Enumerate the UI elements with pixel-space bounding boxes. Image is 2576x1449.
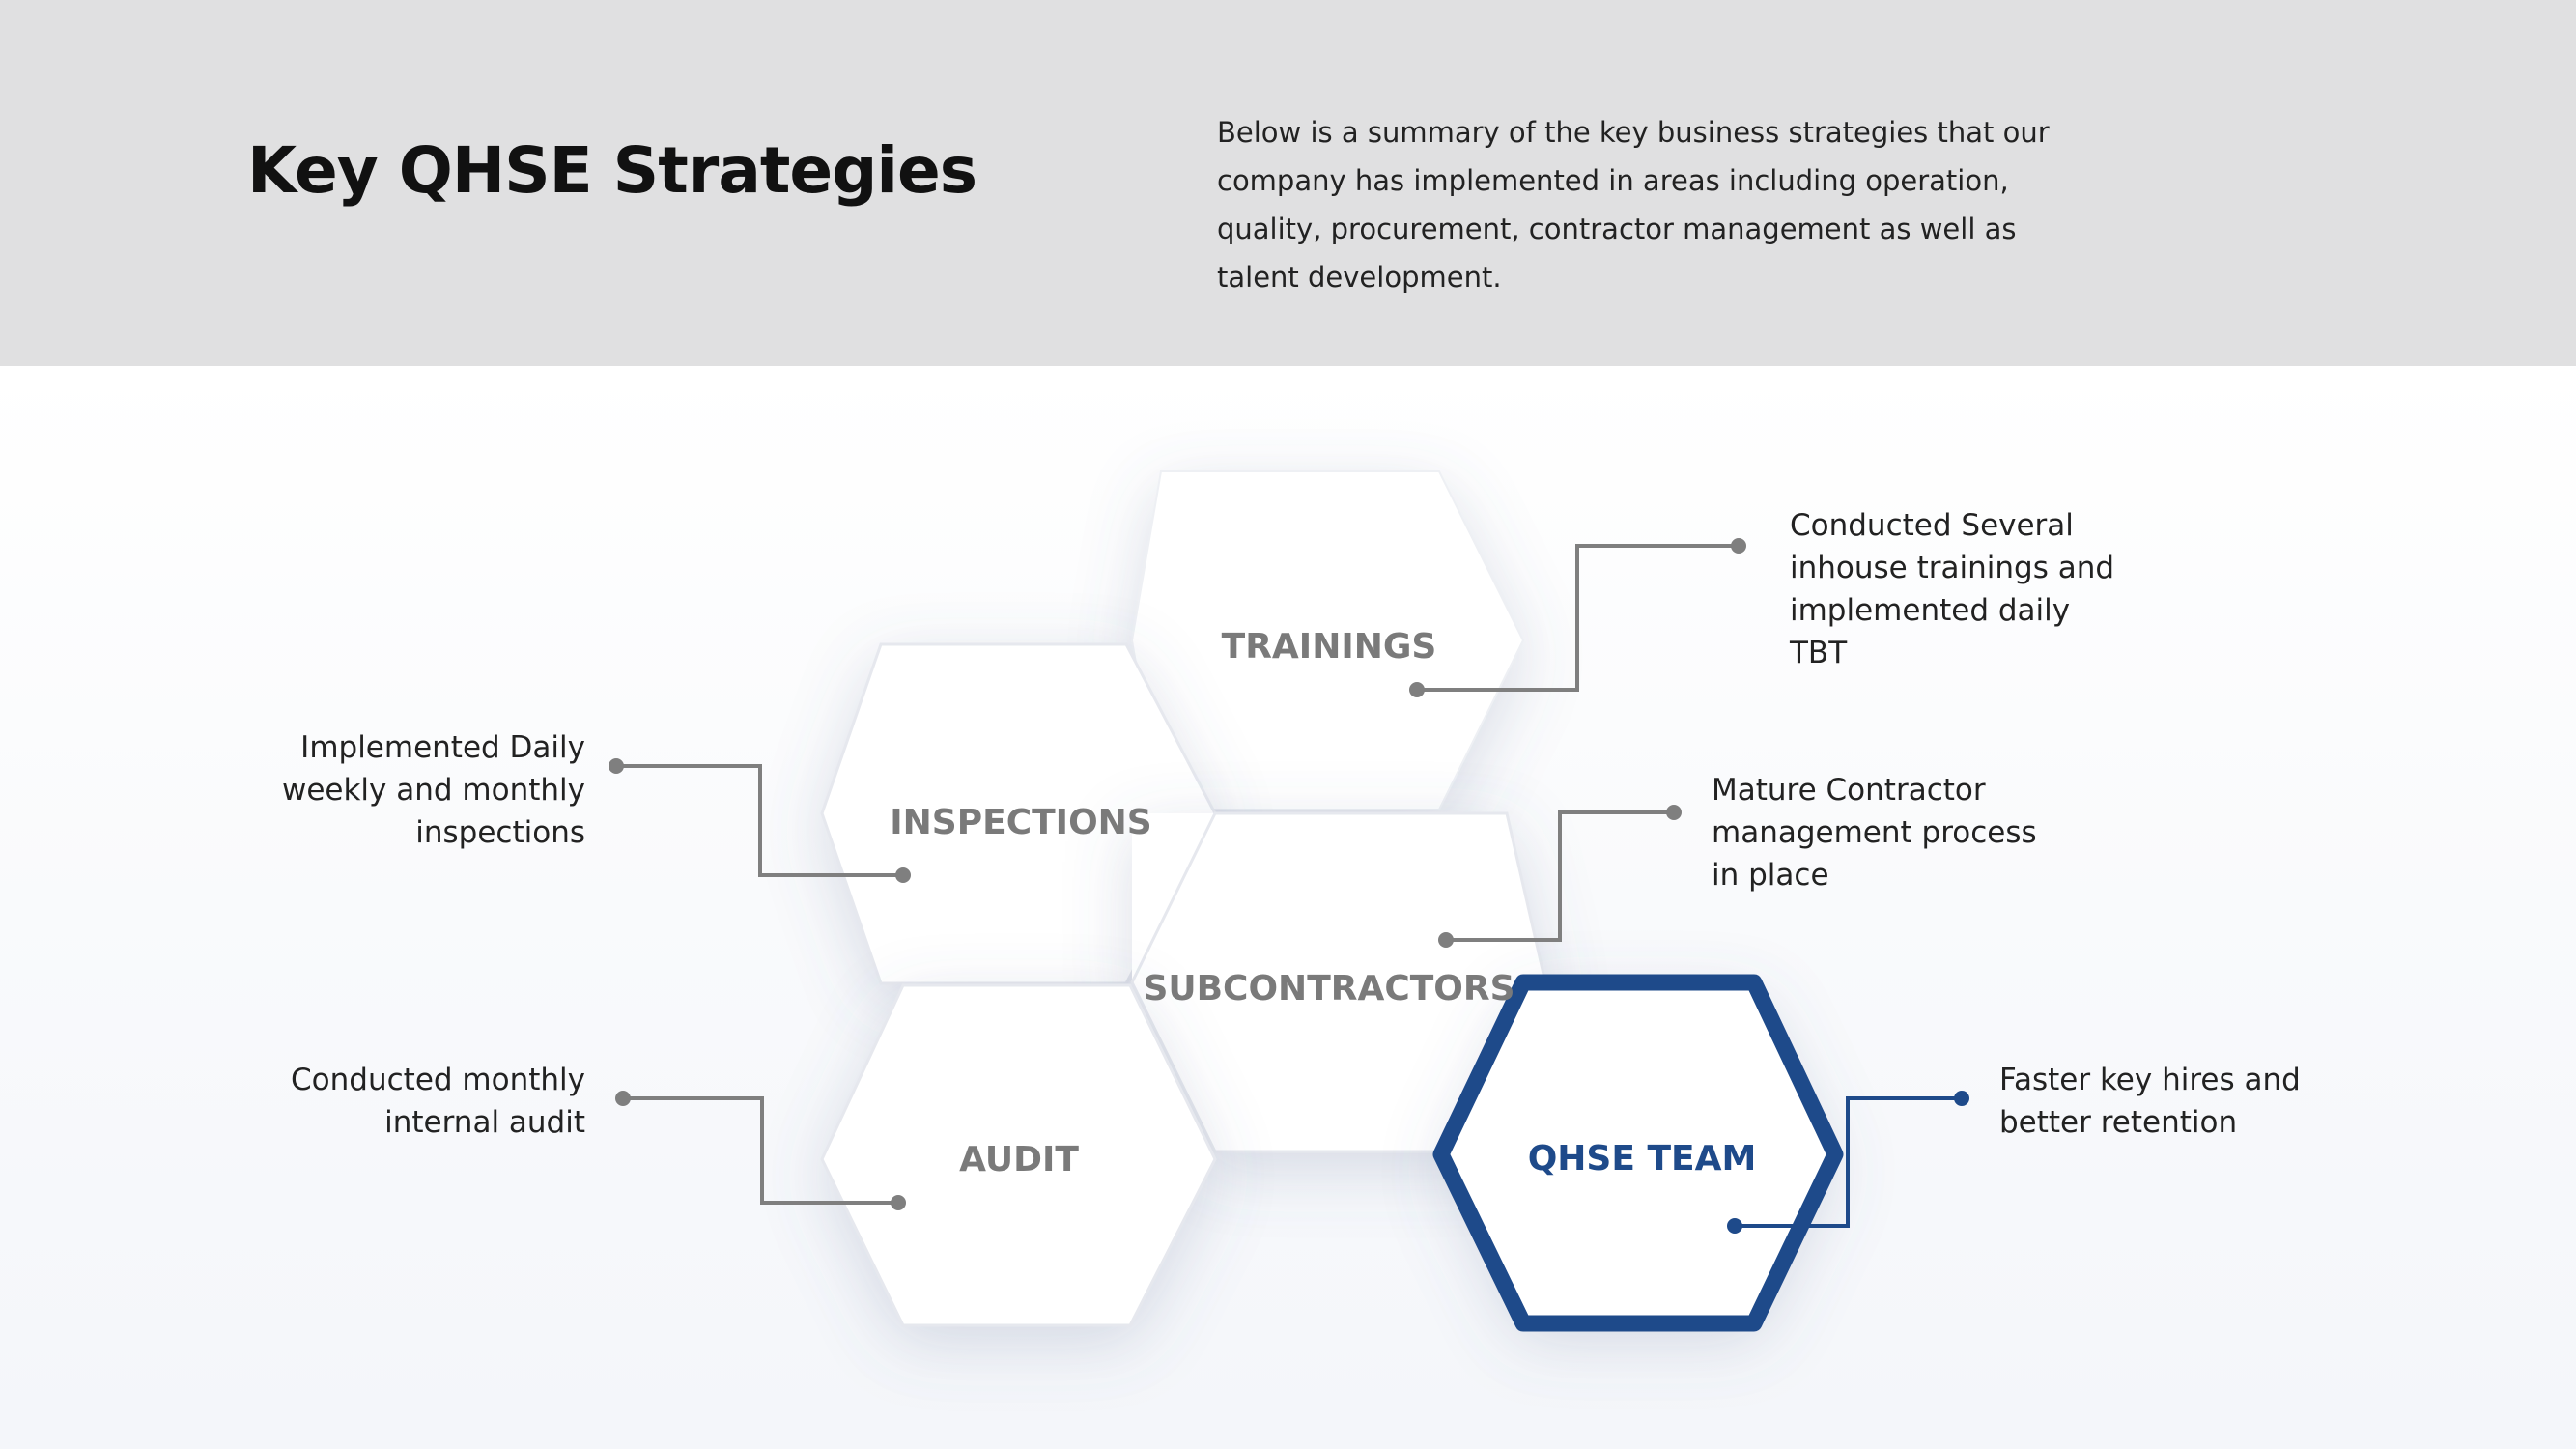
note-line: Conducted Several [1790,508,2074,543]
connector-subcontractors [1446,810,1674,942]
note-line: inhouse trainings and [1790,551,2115,585]
note-line: Implemented Daily [300,730,585,765]
note-line: internal audit [384,1105,585,1140]
connector-dot-subcontractors-end [1666,805,1682,820]
hexagon-trainings [1130,470,1525,810]
connector-dot-subcontractors-start [1438,932,1454,948]
connector-trainings [1417,544,1739,692]
connector-dot-audit-end [891,1195,906,1210]
note-line: Mature Contractor [1712,773,1986,808]
note-line: TBT [1790,636,1848,670]
hexagon-audit [820,983,1217,1327]
summary-text: Below is a summary of the key business s… [1217,116,2050,294]
hex-label-qhse-team: QHSE TEAM [1528,1139,1757,1179]
connector-dot-qhse-team-start [1727,1218,1742,1234]
note-line: Conducted monthly [291,1063,585,1097]
connector-inspections [616,764,903,877]
hexagon-inspections [820,642,1217,985]
connector-dot-inspections-end [895,867,911,883]
note-line: in place [1712,858,1829,893]
page-title: Key QHSE Strategies [247,133,977,208]
note-line: weekly and monthly [281,773,585,808]
hexagon-qhse-team [1432,974,1844,1332]
note-line: implemented daily [1790,593,2071,628]
hex-label-trainings: TRAININGS [1222,627,1437,667]
note-trainings: Conducted Several inhouse trainings and … [1790,504,2114,674]
hex-label-subcontractors: SUBCONTRACTORS [1143,969,1514,1009]
note-line: better retention [1999,1105,2238,1140]
note-line: management process [1712,815,2037,850]
connector-audit [623,1096,898,1205]
note-audit: Conducted monthly internal audit [199,1059,585,1144]
note-line: Faster key hires and [1999,1063,2301,1097]
connector-qhse-team [1735,1096,1962,1228]
note-qhse-team: Faster key hires and better retention [1999,1059,2301,1144]
connector-dot-qhse-team-end [1954,1091,1969,1106]
header-band [0,0,2576,366]
note-line: inspections [415,815,585,850]
note-inspections: Implemented Daily weekly and monthly ins… [199,726,585,854]
hex-label-audit: AUDIT [959,1140,1079,1179]
connector-dot-trainings-start [1409,682,1425,697]
hexagon-subcontractors [1130,811,1547,1153]
connector-dot-audit-start [615,1091,631,1106]
connector-dot-inspections-start [609,758,624,774]
hex-label-inspections: INSPECTIONS [890,803,1151,842]
connector-dot-trainings-end [1731,538,1746,554]
note-subcontractors: Mature Contractor management process in … [1712,769,2037,896]
